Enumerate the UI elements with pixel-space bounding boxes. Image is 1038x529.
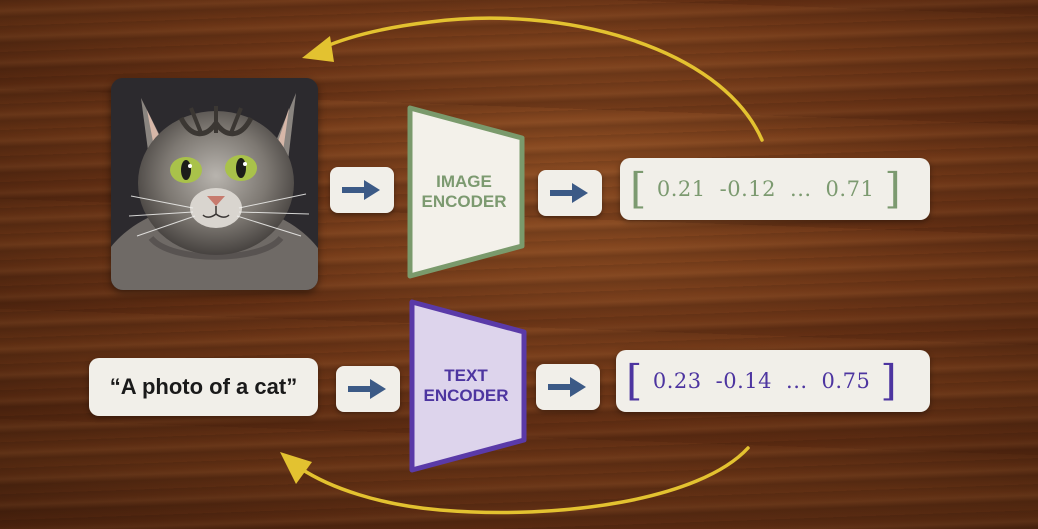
text-embedding-value: -0.14 [715,369,773,393]
image-encoder-label: IMAGE ENCODER [414,172,514,212]
bottom-curved-feedback-arrow-icon [298,446,750,515]
top-arrowhead-icon [302,36,334,62]
text-caption: “A photo of a cat” [89,358,318,416]
top-curved-feedback-arrow-icon [320,16,764,142]
text-encoder-line2: ENCODER [423,386,509,405]
right-arrow-icon [342,180,380,200]
text-embedding-values: 0.23 -0.14 ... 0.75 [653,369,870,393]
right-arrow-icon [348,379,386,399]
image-encoder-line2: ENCODER [421,192,507,211]
image-encoder-line1: IMAGE [436,172,492,191]
text-embedding-value: 0.23 [652,369,702,393]
image-embedding-values: 0.21 -0.12 ... 0.71 [657,177,874,201]
image-encoder-to-vector-arrow [538,170,602,216]
text-encoder [409,299,527,473]
bottom-arrowhead-icon [280,452,312,484]
text-encoder-label: TEXT ENCODER [416,366,516,406]
caption-to-encoder-arrow [336,366,400,412]
left-bracket: [ [630,164,647,213]
image-embedding-ellipsis: ... [790,177,812,201]
text-embedding-ellipsis: ... [786,369,808,393]
right-arrow-icon [550,183,588,203]
text-embedding-vector: [ 0.23 -0.14 ... 0.75 ] [616,350,930,412]
image-embedding-vector: [ 0.21 -0.12 ... 0.71 ] [620,158,930,220]
cat-photo [111,78,318,290]
image-encoder [407,105,525,279]
right-arrow-icon [548,377,586,397]
image-embedding-value: -0.12 [719,177,777,201]
image-embedding-value: 0.71 [825,177,875,201]
text-encoder-to-vector-arrow [536,364,600,410]
image-to-encoder-arrow [330,167,394,213]
image-embedding-value: 0.21 [656,177,706,201]
right-bracket: ] [884,164,902,213]
text-embedding-value: 0.75 [821,369,871,393]
text-encoder-line1: TEXT [444,366,488,385]
left-bracket: [ [626,356,643,405]
cat-illustration [111,78,318,290]
right-bracket: ] [880,356,898,405]
